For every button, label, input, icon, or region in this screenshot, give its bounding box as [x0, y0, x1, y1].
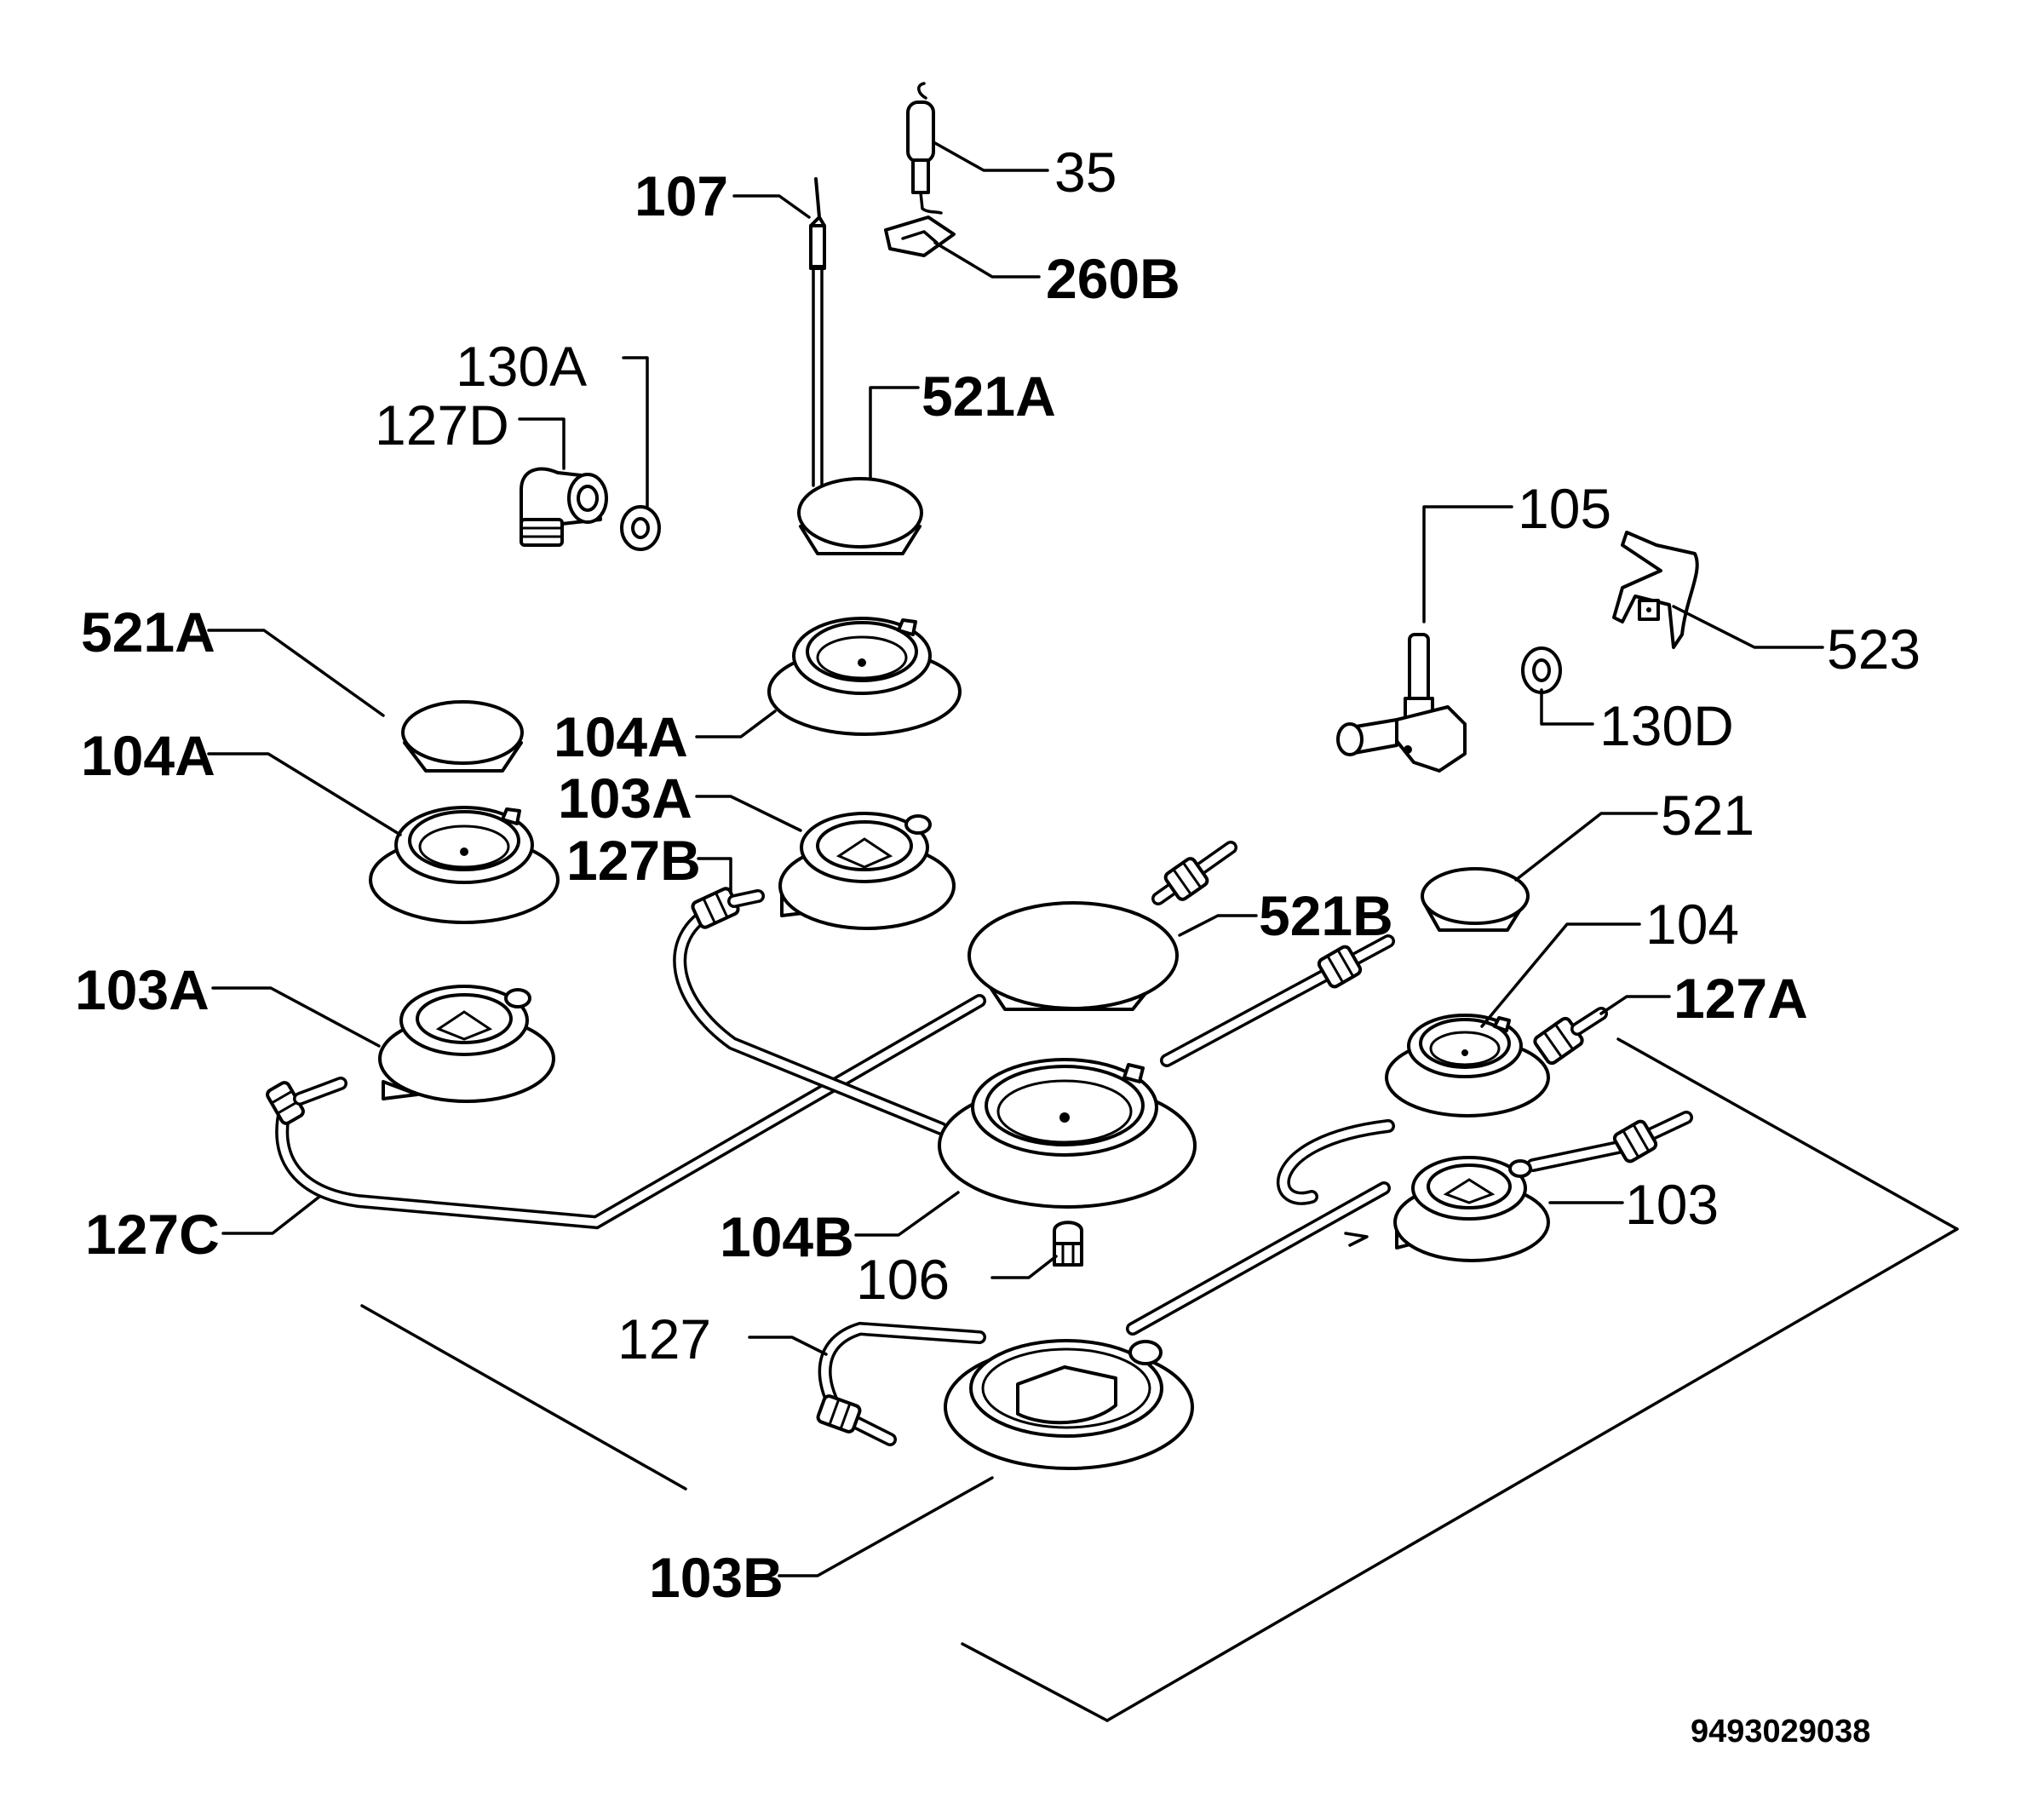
tube-127a: [1533, 1007, 1608, 1066]
elbow-fitting-127d: [520, 467, 608, 547]
washer-130a: [620, 505, 661, 551]
label-103b: 103B: [649, 1546, 784, 1609]
label-127: 127: [617, 1307, 711, 1370]
label-35: 35: [1054, 141, 1117, 204]
label-523: 523: [1827, 618, 1921, 681]
burner-crown-104a-left: [369, 806, 560, 924]
thermocouple-107: [809, 177, 826, 487]
label-130a: 130A: [456, 335, 587, 398]
tube-127c: [266, 994, 986, 1230]
drawing-code: 9493029038: [1691, 1714, 1870, 1749]
tube-to-103b: [1126, 1181, 1391, 1336]
label-103: 103: [1625, 1173, 1719, 1236]
leader-lines: [207, 141, 1824, 1577]
washer-130d: [1521, 646, 1562, 694]
label-104a-left: 104A: [81, 724, 215, 787]
burner-cap-521a-left: [401, 700, 524, 773]
label-104: 104: [1645, 893, 1739, 956]
burner-cap-521b: [967, 901, 1179, 1011]
burner-cap-521a-top: [797, 477, 923, 555]
burner-base-103b: [944, 1339, 1194, 1470]
label-104a-center: 104A: [554, 705, 688, 768]
label-127b: 127B: [566, 829, 701, 892]
label-521: 521: [1661, 784, 1754, 847]
label-107: 107: [634, 164, 728, 227]
label-105: 105: [1518, 477, 1611, 540]
label-521a-top: 521A: [922, 365, 1056, 428]
burner-crown-104b: [938, 1058, 1197, 1209]
label-103a-left: 103A: [75, 958, 210, 1021]
clip-260b: [884, 215, 956, 257]
tube-upper-right: [1151, 841, 1237, 905]
burner-base-103: [1344, 1156, 1550, 1262]
burner-cap-521: [1421, 867, 1530, 932]
injector-106: [1053, 1221, 1083, 1267]
label-103a-center: 103A: [558, 767, 692, 830]
tube-103-loop: [1276, 1111, 1693, 1205]
tube-middle-right: [1160, 934, 1395, 1067]
label-127c: 127C: [85, 1203, 220, 1266]
burner-crown-104a-center: [767, 617, 962, 736]
tube-127b: [673, 887, 948, 1135]
bracket-523: [1612, 531, 1699, 649]
label-106: 106: [856, 1248, 950, 1311]
label-127a: 127A: [1674, 967, 1808, 1030]
tube-127: [816, 1321, 986, 1446]
gas-valve-105: [1336, 633, 1467, 773]
hob-frame: [360, 1037, 1959, 1722]
burner-base-103a-center: [778, 812, 956, 930]
label-104b: 104B: [720, 1205, 854, 1268]
label-130d: 130D: [1599, 694, 1734, 757]
label-127d: 127D: [375, 394, 509, 457]
burner-crown-104: [1385, 1014, 1550, 1117]
label-521a-left: 521A: [81, 600, 215, 664]
burner-base-103a-left: [378, 985, 555, 1103]
label-521b: 521B: [1259, 884, 1393, 947]
part-labels: 35 107 260B 130A 127D 521A 105 523 521A …: [75, 141, 1921, 1749]
ignition-candle-35: [906, 82, 943, 215]
label-260b: 260B: [1046, 247, 1180, 310]
